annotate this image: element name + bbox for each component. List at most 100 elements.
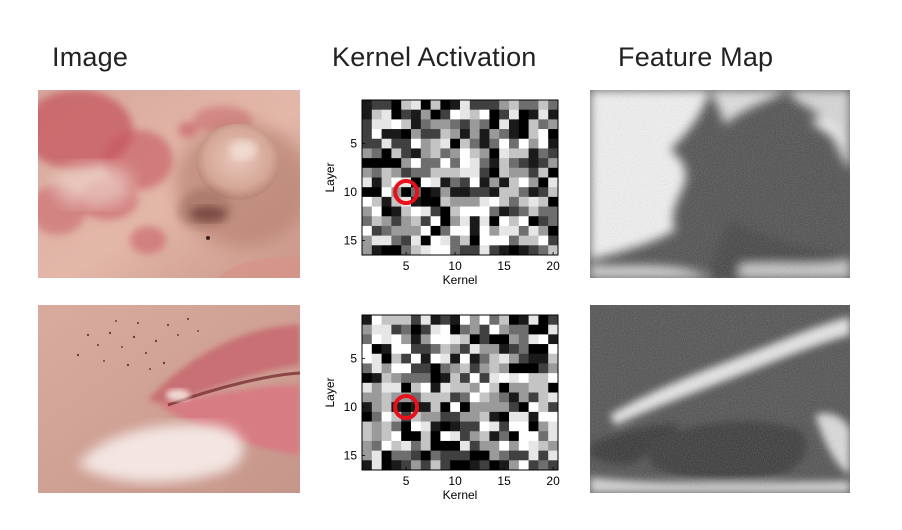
heatmap-cell: [548, 344, 559, 355]
heatmap-cell: [430, 431, 441, 442]
heatmap-cell: [499, 460, 510, 471]
heatmap-cell: [538, 119, 549, 130]
heatmap-cell: [381, 431, 392, 442]
heatmap-cell: [401, 450, 412, 461]
heatmap-cell: [450, 167, 461, 178]
heatmap-cell: [411, 100, 422, 111]
heatmap-cell: [450, 421, 461, 432]
heatmap-cell: [528, 109, 539, 120]
heatmap-cell: [469, 119, 480, 130]
heatmap-cell: [450, 129, 461, 140]
heatmap-cell: [548, 421, 559, 432]
heatmap-cell: [499, 344, 510, 355]
heatmap-cell: [518, 363, 529, 374]
heatmap-cell: [518, 245, 529, 256]
heatmap-cell: [460, 216, 471, 227]
heatmap-cell: [538, 421, 549, 432]
heatmap-cell: [430, 138, 441, 149]
heatmap-cell: [528, 245, 539, 256]
heatmap-cell: [371, 196, 382, 207]
heatmap-cell: [479, 460, 490, 471]
heatmap-cell: [411, 315, 422, 326]
heatmap-cell: [538, 187, 549, 198]
heatmap-cell: [499, 411, 510, 422]
heatmap-cell: [430, 373, 441, 384]
x-tick-label: 15: [497, 474, 511, 488]
heatmap-cell: [391, 411, 402, 422]
heatmap-cell: [499, 245, 510, 256]
skin-image-lip: [38, 305, 300, 493]
heatmap-cell: [489, 382, 500, 393]
heatmap-cell: [548, 100, 559, 111]
heatmap-cell: [509, 460, 520, 471]
heatmap-cell: [509, 138, 520, 149]
heatmap-cell: [460, 440, 471, 452]
heatmap-cell: [430, 129, 441, 140]
heatmap-cell: [538, 373, 549, 384]
heatmap-cell: [460, 177, 471, 188]
heatmap-cell: [411, 206, 422, 217]
heatmap-cell: [440, 129, 451, 140]
heatmap-cell: [479, 363, 490, 374]
heatmap-cell: [450, 373, 461, 384]
heatmap-cell: [528, 148, 539, 159]
feature-map-top: [590, 90, 850, 278]
heatmap-cell: [509, 119, 520, 130]
heatmap-cell: [371, 402, 382, 413]
heatmap-cell: [518, 353, 529, 364]
heatmap-cell: [362, 334, 373, 345]
x-tick-label: 10: [448, 259, 462, 273]
heatmap-cell: [489, 431, 500, 442]
heatmap-cell: [440, 411, 451, 422]
heatmap-cell: [420, 402, 431, 413]
heatmap-cell: [469, 373, 480, 384]
heatmap-cell: [430, 344, 441, 355]
heatmap-cell: [460, 334, 471, 345]
heatmap-cell: [440, 167, 451, 178]
heatmap-cell: [391, 206, 402, 217]
heatmap-cell: [362, 373, 373, 384]
heatmap-cell: [440, 138, 451, 149]
heatmap-cell: [411, 382, 422, 393]
heatmap-cell: [460, 344, 471, 355]
heatmap-cell: [401, 119, 412, 130]
heatmap-cell: [430, 392, 441, 403]
heatmap-cell: [430, 148, 441, 159]
heatmap-cell: [538, 235, 549, 246]
heatmap-cell: [528, 392, 539, 403]
heatmap-cell: [440, 148, 451, 159]
heatmap-cell: [538, 344, 549, 355]
heatmap-y-label: Layer: [323, 377, 337, 407]
heatmap-cell: [538, 450, 549, 461]
heatmap-cell: [401, 324, 412, 335]
heatmap-cell: [411, 196, 422, 207]
heatmap-cell: [450, 402, 461, 413]
heatmap-cell: [391, 460, 402, 471]
heatmap-cell: [401, 382, 412, 393]
heatmap-cell: [518, 431, 529, 442]
heatmap-cell: [489, 187, 500, 198]
highlight-circle: [393, 179, 420, 206]
heatmap-cell: [371, 353, 382, 364]
heatmap-cell: [391, 324, 402, 335]
heatmap-cell: [509, 206, 520, 217]
heatmap-cell: [499, 440, 510, 452]
heatmap-cell: [538, 109, 549, 120]
heatmap-cell: [430, 167, 441, 178]
heatmap-cell: [401, 216, 412, 227]
heatmap-cell: [440, 206, 451, 217]
heatmap-cell: [450, 324, 461, 335]
heatmap-cell: [362, 431, 373, 442]
heatmap-cell: [528, 187, 539, 198]
heatmap-cell: [469, 129, 480, 140]
heatmap-cell: [362, 100, 373, 111]
heatmap-cell: [450, 344, 461, 355]
heatmap-cell: [479, 206, 490, 217]
heatmap-cell: [381, 382, 392, 393]
heatmap-cell: [479, 235, 490, 246]
heatmap-cell: [479, 382, 490, 393]
heatmap-cell: [420, 225, 431, 237]
heatmap-cell: [469, 363, 480, 374]
